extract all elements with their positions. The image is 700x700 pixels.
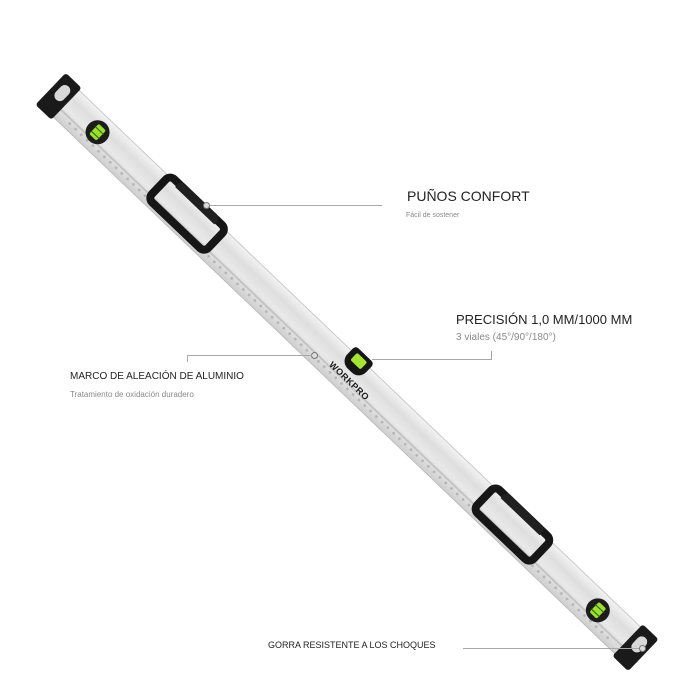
- callout-anchor-dot: [639, 645, 646, 652]
- callout-title-frame: MARCO DE ALEACIÓN DE ALUMINIO: [70, 371, 244, 382]
- callout-leader-frame: [187, 355, 312, 356]
- hanging-hole-icon: [52, 82, 73, 104]
- callout-subtitle-grips: Fácil de sostener: [406, 212, 460, 219]
- callout-leader-grips: [210, 205, 382, 206]
- callout-leader-frame-tick: [187, 355, 188, 362]
- callout-leader-caps: [463, 648, 641, 649]
- callout-subtitle-precision: 3 viales (45°/90°/180°): [456, 332, 556, 343]
- grip-pad: [500, 491, 546, 536]
- callout-anchor-dot: [311, 352, 318, 359]
- callout-title-precision: PRECISIÓN 1,0 MM/1000 MM: [456, 312, 633, 327]
- callout-leader-precision-tick: [491, 351, 492, 359]
- callout-title-caps: GORRA RESISTENTE A LOS CHOQUES: [268, 640, 436, 650]
- callout-subtitle-frame: Tratamiento de oxidación duradero: [70, 390, 194, 399]
- callout-anchor-dot: [203, 202, 210, 209]
- callout-title-grips: PUÑOS CONFORT: [407, 188, 530, 204]
- callout-leader-precision: [372, 359, 492, 360]
- hanging-hole-icon: [629, 634, 650, 655]
- bubble-liquid: [350, 352, 368, 370]
- grip-pad: [175, 180, 221, 225]
